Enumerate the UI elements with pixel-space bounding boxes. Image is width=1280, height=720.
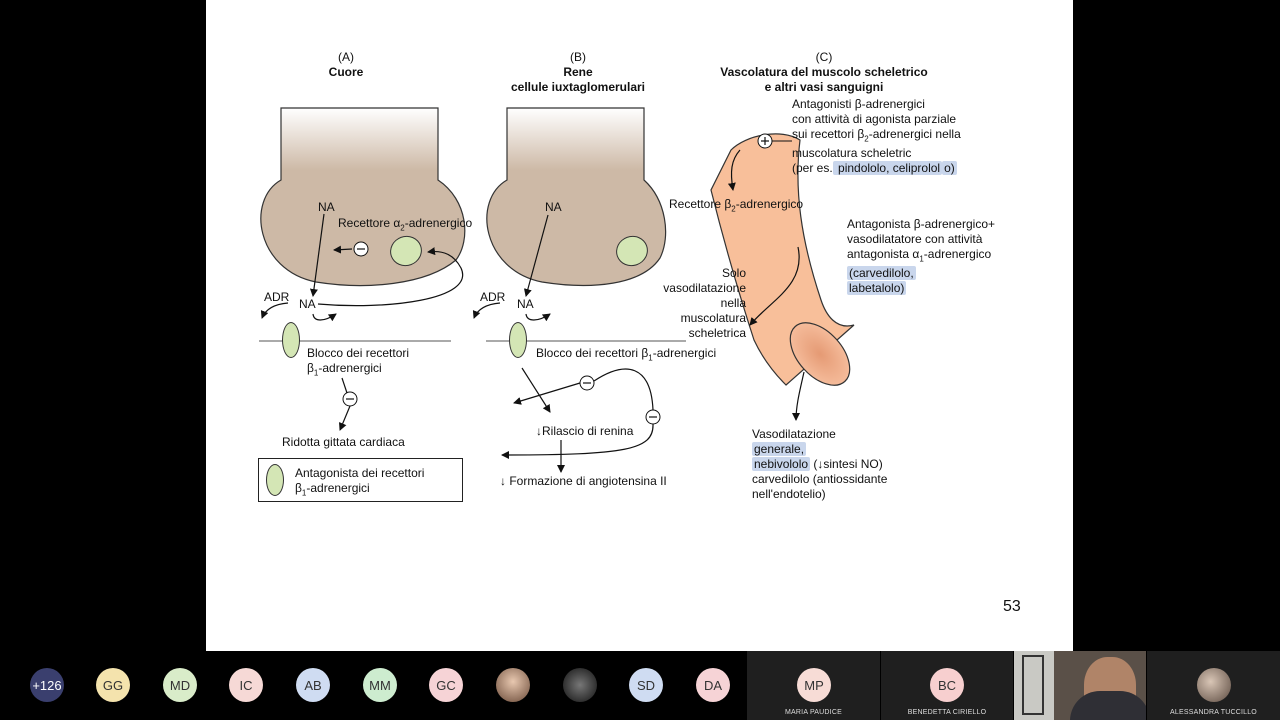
- beta1-block-label: Blocco dei recettori β1-adrenergici: [307, 346, 410, 378]
- participant-tile-alessandra-tuccillo[interactable]: ALESSANDRA TUCCILLO: [1147, 651, 1280, 720]
- participant-tile-video[interactable]: [1014, 651, 1146, 720]
- beta1-receptor-kidney: [509, 322, 527, 358]
- na-label: NA: [545, 200, 562, 214]
- beta2-receptor-label: Recettore β2-adrenergico: [669, 197, 804, 214]
- adr-label: ADR: [264, 290, 290, 304]
- participant-name: MARIA PAUDICE: [785, 709, 842, 716]
- panel-c-letter: (C): [815, 50, 833, 64]
- window-background: [1014, 651, 1054, 720]
- avatar: MP: [797, 668, 831, 702]
- na-label: NA: [517, 297, 534, 311]
- participant-name: BENEDETTA CIRIELLO: [907, 709, 987, 716]
- panel-a-letter: (A): [338, 50, 354, 64]
- avatar-gc[interactable]: GC: [429, 668, 463, 702]
- avatar-photo[interactable]: [496, 668, 530, 702]
- angiotensin-formation: ↓ Formazione di angiotensina II: [500, 474, 667, 488]
- heart-nerve-terminal: [260, 107, 466, 287]
- alpha2-receptor-label: Recettore α2-adrenergico: [338, 216, 473, 233]
- beta1-receptor-heart: [282, 322, 300, 358]
- person-shoulders: [1070, 691, 1146, 720]
- panel-a-title: Cuore: [328, 65, 364, 79]
- avatar-ab[interactable]: AB: [296, 668, 330, 702]
- avatar-photo[interactable]: [563, 668, 597, 702]
- vasodilator-antagonist-note: Antagonista β-adrenergico+ vasodilatator…: [847, 217, 995, 296]
- skeletal-vasodilation-note: Solo vasodilatazione nella muscolatura s…: [663, 266, 746, 340]
- legend-label: Antagonista dei recettori β1-adrenergici: [295, 466, 425, 498]
- na-label: NA: [318, 200, 335, 214]
- avatar: [1197, 668, 1231, 702]
- general-vasodilation-note: Vasodilatazione generale, nebivololo (↓s…: [752, 427, 888, 501]
- beta1-block-label: Blocco dei recettori β1-adrenergici: [536, 346, 717, 363]
- participant-tile-benedetta-ciriello[interactable]: BC BENEDETTA CIRIELLO: [881, 651, 1013, 720]
- reduced-cardiac-output: Ridotta gittata cardiaca: [282, 435, 405, 449]
- avatar-md[interactable]: MD: [163, 668, 197, 702]
- avatar-ic[interactable]: IC: [229, 668, 263, 702]
- participant-name: ALESSANDRA TUCCILLO: [1170, 709, 1257, 716]
- na-label: NA: [299, 297, 316, 311]
- avatar: BC: [930, 668, 964, 702]
- more-participants-badge[interactable]: +126: [30, 668, 64, 702]
- blood-vessel: [710, 133, 855, 386]
- legend-box: [258, 458, 463, 502]
- panel-b-letter: (B): [570, 50, 586, 64]
- panel-b-title-line1: Rene: [563, 65, 593, 79]
- renin-release: ↓Rilascio di renina: [536, 424, 634, 438]
- participant-tile-maria-paudice[interactable]: MP MARIA PAUDICE: [747, 651, 880, 720]
- avatar-da[interactable]: DA: [696, 668, 730, 702]
- panel-c-title-line1: Vascolatura del muscolo scheletrico: [720, 65, 928, 79]
- adr-label: ADR: [480, 290, 506, 304]
- panel-c-title-line2: e altri vasi sanguigni: [764, 80, 884, 94]
- window-frame: [1022, 655, 1044, 715]
- slide-page-number: 53: [1003, 598, 1021, 615]
- panel-b-title-line2: cellule iuxtaglomerulari: [510, 80, 646, 94]
- presentation-slide: (A) Cuore NA Recettore α2-adrenergico AD…: [206, 0, 1073, 651]
- partial-agonist-note: Antagonisti β-adrenergici con attività d…: [792, 97, 961, 176]
- legend-receptor-icon: [266, 464, 284, 496]
- avatar-sd[interactable]: SD: [629, 668, 663, 702]
- avatar-gg[interactable]: GG: [96, 668, 130, 702]
- avatar-mm[interactable]: MM: [363, 668, 397, 702]
